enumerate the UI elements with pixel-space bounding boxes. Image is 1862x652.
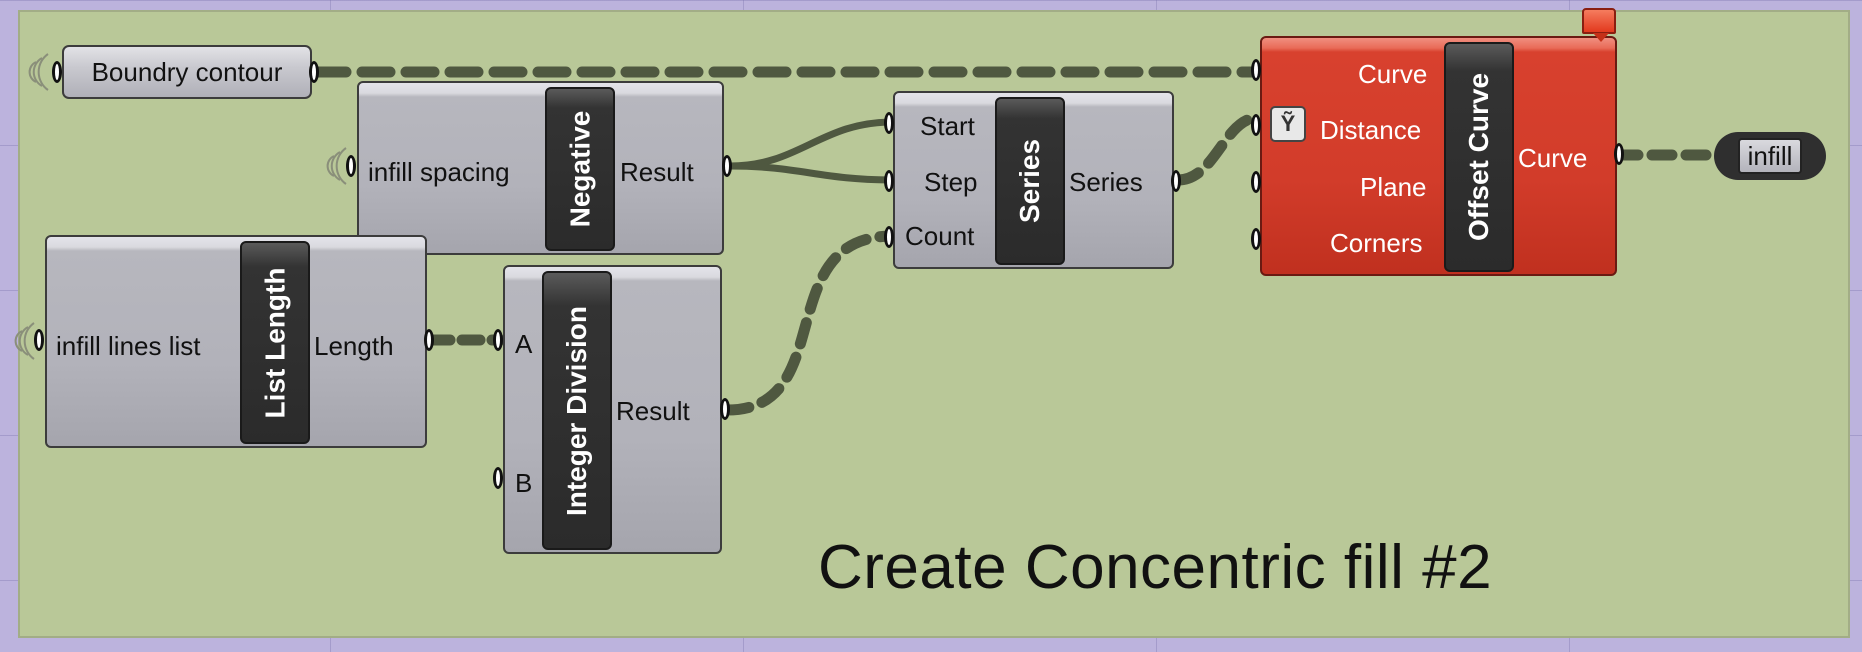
component-name[interactable]: Series — [995, 97, 1065, 265]
component-name[interactable]: Offset Curve — [1444, 42, 1514, 272]
wire-series-to-distance[interactable] — [1172, 112, 1263, 186]
input-port[interactable] — [1251, 59, 1261, 81]
input-label-distance: Distance — [1320, 115, 1422, 145]
input-label-a: A — [515, 329, 533, 359]
wireless-source-icon — [14, 322, 35, 360]
component-name[interactable]: List Length — [240, 241, 310, 444]
wire-division-to-count[interactable] — [721, 230, 899, 416]
input-port[interactable] — [34, 329, 44, 351]
param-label: infill — [1747, 140, 1793, 171]
input-port[interactable] — [1251, 171, 1261, 193]
input-port[interactable] — [493, 329, 503, 351]
param-label: Boundry contour — [91, 56, 283, 87]
wireless-source-icon — [28, 53, 49, 91]
component-name[interactable]: Negative — [545, 87, 615, 251]
input-label-plane: Plane — [1360, 172, 1427, 202]
wire-negative-to-step[interactable] — [729, 162, 894, 184]
output-label: Series — [1069, 167, 1143, 197]
input-label-corners: Corners — [1330, 228, 1423, 258]
output-port[interactable] — [722, 155, 732, 177]
output-port[interactable] — [424, 329, 434, 351]
param-boundary-contour[interactable]: Boundry contour — [62, 45, 312, 99]
output-port[interactable] — [1171, 170, 1181, 192]
input-port[interactable] — [884, 112, 894, 134]
input-label: infill lines list — [56, 331, 201, 361]
input-port[interactable] — [884, 170, 894, 192]
component-name[interactable]: Integer Division — [542, 271, 612, 550]
input-port[interactable] — [52, 61, 62, 83]
input-port[interactable] — [346, 155, 356, 177]
output-port[interactable] — [720, 398, 730, 420]
warning-flag-icon[interactable] — [1582, 8, 1616, 42]
component-list-length[interactable]: infill lines list List Length Length — [45, 235, 427, 448]
input-label-step: Step — [924, 167, 978, 197]
input-port[interactable] — [884, 226, 894, 248]
input-label-count: Count — [905, 221, 975, 251]
wire-negative-to-start[interactable] — [729, 118, 894, 170]
output-label: Result — [616, 396, 690, 426]
output-port[interactable] — [309, 61, 319, 83]
reparameterize-icon[interactable]: Ỹ — [1270, 106, 1306, 142]
group-title: Create Concentric fill #2 — [818, 533, 1493, 602]
component-integer-division[interactable]: A B Integer Division Result — [503, 265, 722, 554]
component-series[interactable]: Start Step Count Series Series — [893, 91, 1174, 269]
component-negative[interactable]: infill spacing Negative Result — [357, 81, 724, 255]
input-port[interactable] — [1251, 114, 1261, 136]
input-port[interactable] — [493, 467, 503, 489]
wireless-source-icon — [326, 147, 347, 185]
output-label: Result — [620, 157, 694, 187]
input-port[interactable] — [1251, 228, 1261, 250]
input-label-curve: Curve — [1358, 59, 1428, 89]
output-port[interactable] — [1614, 143, 1624, 165]
output-label: Length — [314, 331, 394, 361]
input-label-b: B — [515, 468, 533, 498]
param-infill[interactable]: infill — [1738, 138, 1802, 174]
input-label-start: Start — [920, 111, 975, 141]
component-offset-curve[interactable]: Curve Distance Plane Corners Offset Curv… — [1260, 36, 1617, 276]
output-label: Curve — [1518, 143, 1588, 173]
input-label: infill spacing — [368, 157, 510, 187]
